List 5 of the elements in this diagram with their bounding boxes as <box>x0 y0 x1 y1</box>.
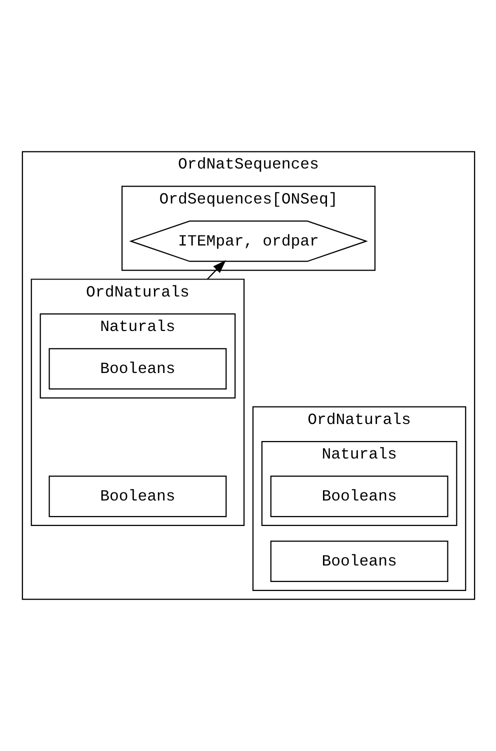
node-box: Booleans <box>270 476 448 518</box>
node-box: Booleans <box>48 476 226 518</box>
arrow <box>206 260 226 280</box>
node-box: Booleans <box>270 540 448 582</box>
node-box: Booleans <box>48 348 226 390</box>
